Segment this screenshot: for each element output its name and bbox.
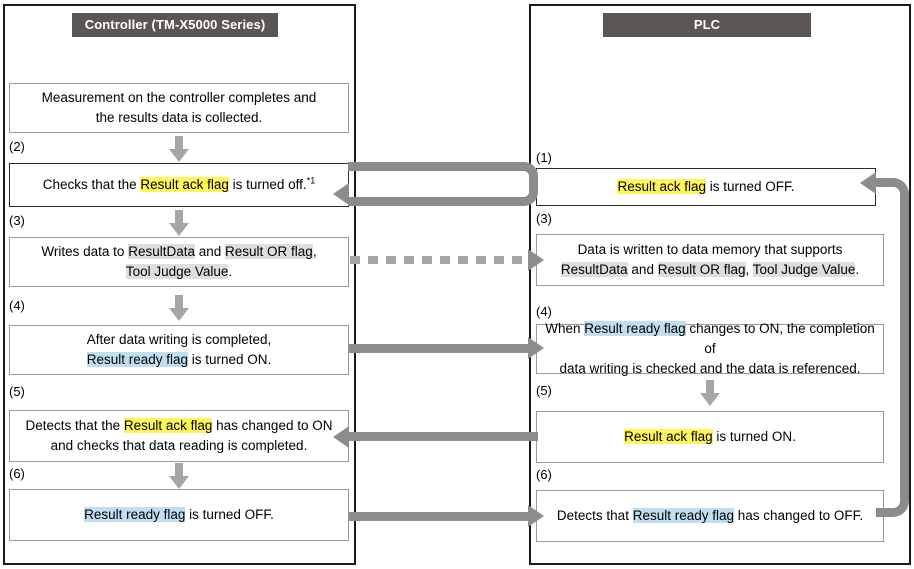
- connector-dotted-step3-arrowhead: [528, 249, 544, 271]
- plc-step-6-label: (6): [536, 467, 552, 482]
- connector-loop-step2-step1: [348, 162, 538, 206]
- plc-step-5-box: Result ack flag is turned ON.: [536, 411, 884, 463]
- controller-step-4-label: (4): [9, 298, 25, 313]
- controller-step-6-post: is turned OFF.: [185, 507, 274, 522]
- plc-step-3-term2: Result OR flag: [657, 262, 746, 277]
- plc-step-3-comma: ,: [745, 262, 753, 277]
- plc-step-4-label: (4): [536, 304, 552, 319]
- lane-header-plc: PLC: [603, 13, 811, 37]
- controller-arrow-5-to-6: [169, 463, 189, 489]
- controller-step-5-flag: Result ack flag: [123, 418, 213, 433]
- plc-step-5-post: is turned ON.: [712, 429, 796, 444]
- plc-step-3-line1: Data is written to data memory that supp…: [577, 242, 843, 257]
- plc-step-3-term3: Tool Judge Value: [752, 262, 856, 277]
- controller-step-5-box: Detects that the Result ack flag has cha…: [9, 410, 349, 462]
- plc-step-3-box: Data is written to data memory that supp…: [536, 234, 884, 286]
- controller-step-5-label: (5): [9, 384, 25, 399]
- controller-arrow-1-to-2: [169, 136, 189, 162]
- controller-step-3-mid: and: [195, 244, 226, 259]
- controller-step-3-label: (3): [9, 213, 25, 228]
- plc-step-5-flag: Result ack flag: [624, 429, 713, 444]
- controller-step-2-label: (2): [9, 139, 25, 154]
- controller-step-4-line1: After data writing is completed,: [86, 332, 272, 347]
- controller-step-3-comma: ,: [312, 244, 317, 259]
- controller-step-2-flag: Result ack flag: [140, 177, 229, 192]
- connector-arrow-step4-arrowhead: [528, 337, 544, 359]
- controller-step-4-post: is turned ON.: [188, 352, 272, 367]
- controller-step-3-term2: Result OR flag: [225, 244, 313, 259]
- plc-step-6-flag: Result ready flag: [632, 508, 735, 523]
- plc-step-1-flag: Result ack flag: [617, 179, 706, 194]
- plc-step-6-box: Detects that Result ready flag has chang…: [536, 490, 884, 542]
- plc-step-3-post: .: [855, 262, 860, 277]
- controller-step-6-flag: Result ready flag: [84, 507, 186, 522]
- plc-step-5-label: (5): [536, 383, 552, 398]
- plc-step-3-label: (3): [536, 211, 552, 226]
- controller-step-5-line2: and checks that data reading is complete…: [50, 438, 308, 453]
- controller-step-6-label: (6): [9, 466, 25, 481]
- plc-arrow-4-to-5: [700, 380, 720, 406]
- plc-step-4-flag: Result ready flag: [584, 321, 686, 336]
- plc-step-4-mid: changes to ON, the completion of: [685, 321, 875, 356]
- plc-step-3-mid: and: [627, 262, 658, 277]
- controller-step-4-flag: Result ready flag: [86, 352, 189, 367]
- connector-return-loop-arrowhead: [860, 172, 876, 194]
- controller-step-3-term3: Tool Judge Value: [125, 264, 229, 279]
- controller-step-3-pre: Writes data to: [41, 244, 129, 259]
- plc-step-4-line2: data writing is checked and the data is …: [559, 361, 861, 376]
- controller-arrow-3-to-4: [169, 295, 189, 321]
- controller-step-4-box: After data writing is completed, Result …: [9, 325, 349, 375]
- plc-step-1-label: (1): [536, 150, 552, 165]
- connector-arrow-step5: [348, 432, 538, 441]
- controller-step-3-post: .: [228, 264, 233, 279]
- controller-step-5-pre: Detects that the: [25, 418, 124, 433]
- connector-arrow-step6: [349, 512, 533, 521]
- connector-return-loop-step6-step1: [876, 178, 909, 517]
- plc-step-6-pre: Detects that: [556, 508, 633, 523]
- lane-header-controller: Controller (TM-X5000 Series): [72, 13, 278, 37]
- connector-dotted-step3: [350, 256, 532, 264]
- controller-step-1-box: Measurement on the controller completes …: [9, 83, 349, 133]
- controller-step-2-post: is turned off.: [228, 177, 307, 192]
- controller-step-2-footnote: *1: [306, 175, 316, 186]
- plc-step-4-pre: When: [545, 321, 585, 336]
- controller-step-1-line1: Measurement on the controller completes …: [41, 90, 317, 105]
- controller-step-3-box: Writes data to ResultData and Result OR …: [9, 237, 349, 287]
- plc-step-3-term1: ResultData: [560, 262, 628, 277]
- plc-step-1-box: Result ack flag is turned OFF.: [536, 168, 876, 206]
- controller-step-5-mid: has changed to ON: [212, 418, 333, 433]
- plc-step-1-post: is turned OFF.: [706, 179, 795, 194]
- connector-arrow-step4: [349, 344, 533, 353]
- controller-step-2-pre: Checks that the: [42, 177, 141, 192]
- plc-step-4-box: When Result ready flag changes to ON, th…: [536, 321, 884, 376]
- connector-arrow-step6-arrowhead: [528, 505, 544, 527]
- controller-step-6-box: Result ready flag is turned OFF.: [9, 489, 349, 541]
- controller-step-2-box: Checks that the Result ack flag is turne…: [9, 163, 349, 207]
- controller-arrow-2-to-3: [169, 210, 189, 236]
- controller-step-3-term1: ResultData: [128, 244, 195, 259]
- connector-arrow-step5-arrowhead: [333, 426, 349, 448]
- controller-step-1-line2: the results data is collected.: [95, 110, 263, 125]
- connector-loop-step2-step1-arrowhead: [333, 183, 349, 205]
- plc-step-6-post: has changed to OFF.: [734, 508, 864, 523]
